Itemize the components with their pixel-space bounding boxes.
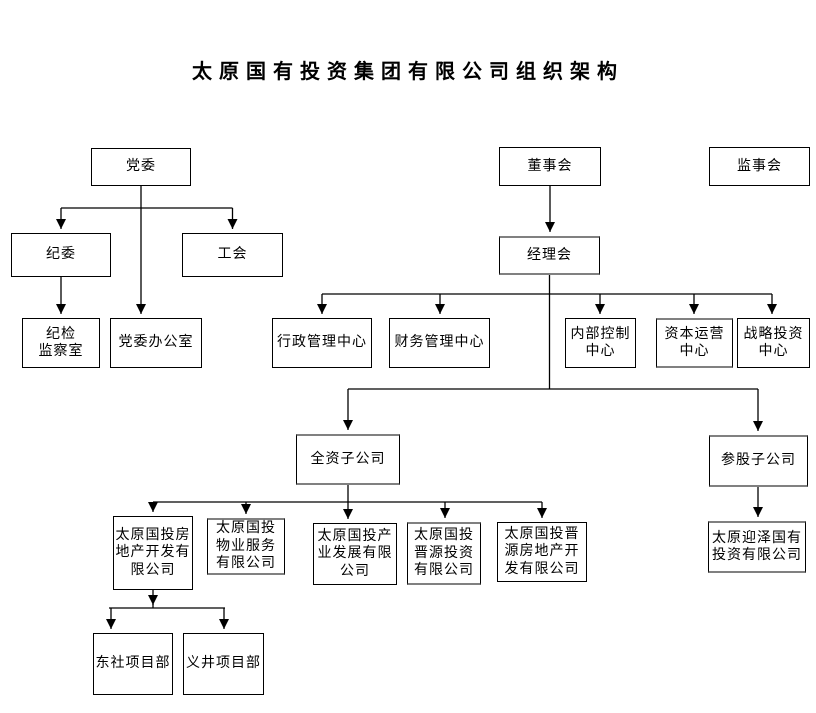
node-supervisory-board: 监事会 [709, 147, 810, 186]
node-labor-union: 工会 [182, 233, 283, 277]
node-capital-operation-center: 资本运营 中心 [656, 318, 733, 368]
node-discipline-inspection-office: 纪检 监察室 [22, 318, 100, 368]
chart-title: 太原国有投资集团有限公司组织架构 [192, 61, 624, 83]
node-jinyuan-investment-co: 太原国投 晋源投资 有限公司 [407, 522, 481, 585]
node-dongshe-project-dept: 东社项目部 [93, 633, 173, 695]
node-managers-meeting: 经理会 [499, 236, 600, 275]
node-strategic-investment-center: 战略投资 中心 [737, 318, 810, 368]
node-admin-center: 行政管理中心 [272, 318, 372, 368]
node-party-committee: 党委 [91, 148, 191, 186]
node-wholly-owned-subsidiaries: 全资子公司 [296, 434, 400, 485]
node-property-service-co: 太原国投 物业服务 有限公司 [207, 518, 285, 575]
node-yingze-investment-co: 太原迎泽国有 投资有限公司 [708, 521, 806, 573]
node-internal-control-center: 内部控制 中心 [565, 318, 636, 368]
node-industry-development-co: 太原国投产 业发展有限 公司 [313, 523, 397, 585]
node-yijing-project-dept: 义井项目部 [183, 633, 264, 695]
node-equity-subsidiaries: 参股子公司 [709, 435, 808, 487]
node-jinyuan-real-estate-co: 太原国投晋 源房地产开 发有限公司 [497, 522, 587, 582]
node-finance-center: 财务管理中心 [389, 318, 490, 368]
node-discipline-committee: 纪委 [11, 233, 111, 277]
node-party-committee-office: 党委办公室 [110, 318, 202, 368]
node-board-of-directors: 董事会 [499, 147, 601, 186]
node-real-estate-co: 太原国投房 地产开发有 限公司 [113, 516, 193, 590]
